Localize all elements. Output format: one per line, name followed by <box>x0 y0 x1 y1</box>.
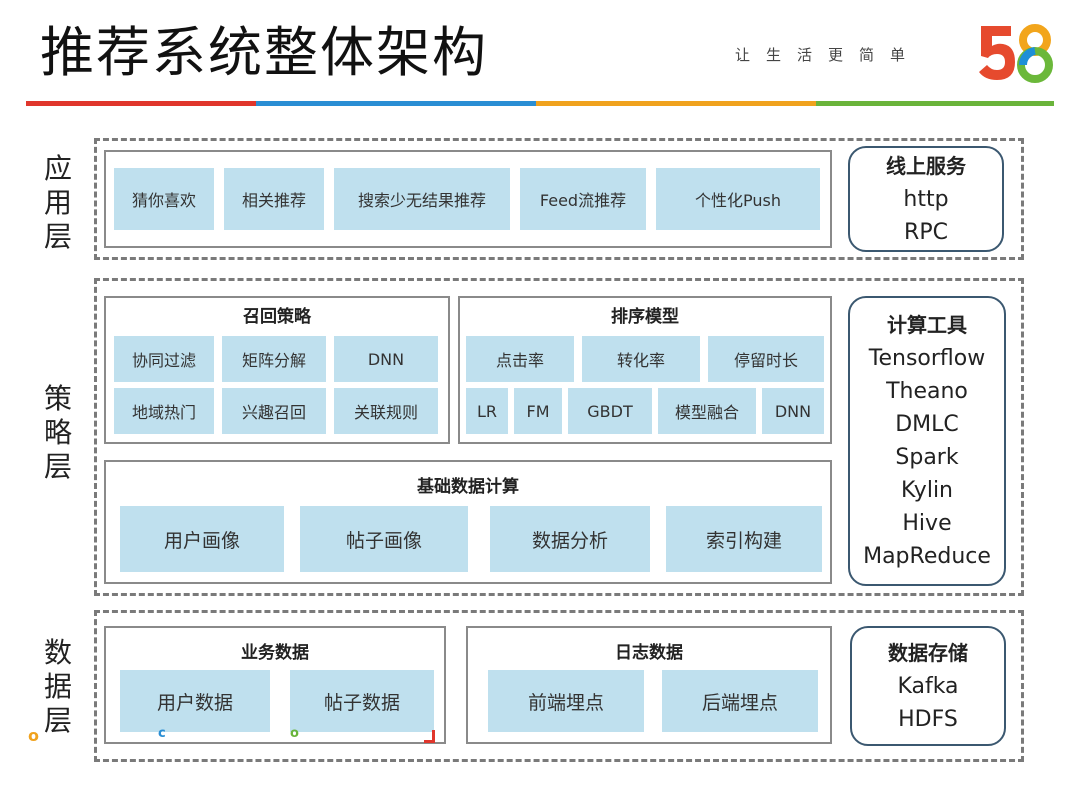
side-title: 计算工具 <box>887 313 967 337</box>
ranking-item: FM <box>514 388 562 434</box>
app-item: 相关推荐 <box>224 168 324 230</box>
ranking-item: GBDT <box>568 388 652 434</box>
log-item: 前端埋点 <box>488 670 644 732</box>
business-item: 帖子数据 <box>290 670 434 732</box>
side-item: http <box>903 186 949 212</box>
color-bar-orange <box>536 101 816 106</box>
app-panel: 猜你喜欢 相关推荐 搜索少无结果推荐 Feed流推荐 个性化Push <box>104 150 832 248</box>
recall-item: 地域热门 <box>114 388 214 434</box>
marker-corner-red <box>424 730 435 743</box>
page-title: 推荐系统整体架构 <box>40 21 488 84</box>
marker-o-orange: o <box>28 726 39 745</box>
app-layer-label: 应用层 <box>43 152 72 253</box>
side-item: Hive <box>902 511 952 536</box>
data-layer-label: 数据层 <box>43 636 72 737</box>
app-item: 个性化Push <box>656 168 820 230</box>
side-title: 数据存储 <box>888 640 968 665</box>
panel-title: 排序模型 <box>611 307 679 327</box>
ranking-item: DNN <box>762 388 824 434</box>
side-item: Kylin <box>900 478 953 503</box>
log-item: 后端埋点 <box>662 670 818 732</box>
strategy-layer <box>94 278 1024 596</box>
app-item: 猜你喜欢 <box>114 168 214 230</box>
color-bar-blue <box>256 101 536 106</box>
panel-title: 业务数据 <box>241 643 309 663</box>
marker-o-green: o <box>290 726 299 741</box>
panel-title: 召回策略 <box>243 307 311 327</box>
basic-item: 索引构建 <box>666 506 822 572</box>
side-item: Tensorflow <box>868 346 986 371</box>
slogan: 让生活更简单 <box>735 46 922 64</box>
recall-item: 兴趣召回 <box>222 388 326 434</box>
ranking-item: 转化率 <box>582 336 700 382</box>
side-item: RPC <box>904 219 948 245</box>
app-item: 搜索少无结果推荐 <box>334 168 510 230</box>
basic-item: 帖子画像 <box>300 506 468 572</box>
recall-item: 关联规则 <box>334 388 438 434</box>
data-layer <box>94 610 1024 762</box>
58-logo-icon <box>979 24 1053 83</box>
recall-panel: 召回策略 协同过滤 矩阵分解 DNN 地域热门 兴趣召回 关联规则 <box>104 296 450 444</box>
marker-c-blue: c <box>158 726 166 741</box>
panel-title: 日志数据 <box>615 643 683 663</box>
business-data-panel: 业务数据 用户数据 帖子数据 <box>104 626 446 744</box>
ranking-item: LR <box>466 388 508 434</box>
panel-title: 基础数据计算 <box>417 477 519 497</box>
side-item: Spark <box>895 445 959 470</box>
color-bar-red <box>26 101 256 106</box>
basic-item: 用户画像 <box>120 506 284 572</box>
business-item: 用户数据 <box>120 670 270 732</box>
recall-item: 矩阵分解 <box>222 336 326 382</box>
strategy-layer-label: 策略层 <box>43 382 72 483</box>
basic-item: 数据分析 <box>490 506 650 572</box>
basic-computation-panel: 基础数据计算 用户画像 帖子画像 数据分析 索引构建 <box>104 460 832 584</box>
side-item: Theano <box>886 379 968 404</box>
app-layer <box>94 138 1024 260</box>
side-item: HDFS <box>898 706 958 732</box>
side-item: MapReduce <box>863 544 991 569</box>
app-item: Feed流推荐 <box>520 168 646 230</box>
side-title: 线上服务 <box>886 153 966 178</box>
log-data-panel: 日志数据 前端埋点 后端埋点 <box>466 626 832 744</box>
ranking-item: 停留时长 <box>708 336 824 382</box>
recall-item: DNN <box>334 336 438 382</box>
ranking-item: 模型融合 <box>658 388 756 434</box>
side-item: DMLC <box>895 412 959 437</box>
recall-item: 协同过滤 <box>114 336 214 382</box>
online-service-box: 线上服务 http RPC <box>848 146 1004 252</box>
color-bar-green <box>816 101 1054 106</box>
ranking-panel: 排序模型 点击率 转化率 停留时长 LR FM GBDT 模型融合 DNN <box>458 296 832 444</box>
side-item: Kafka <box>897 673 959 699</box>
data-storage-box: 数据存储 Kafka HDFS <box>850 626 1006 746</box>
compute-tools-box: 计算工具 Tensorflow Theano DMLC Spark Kylin … <box>848 296 1006 586</box>
ranking-item: 点击率 <box>466 336 574 382</box>
